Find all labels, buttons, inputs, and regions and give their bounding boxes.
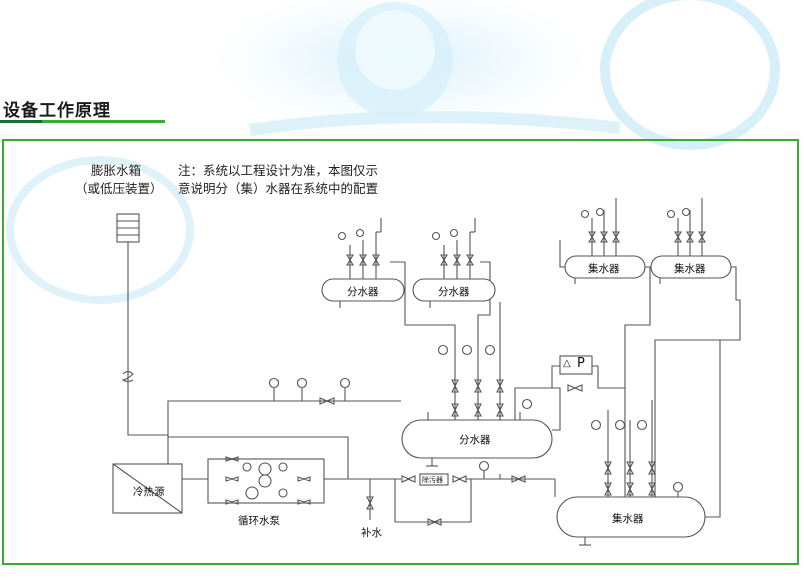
expansion-tank-sublabel: （或低压装置）: [75, 181, 163, 196]
title-underline: [0, 120, 165, 123]
collector-small-right-label: 集水器: [674, 263, 706, 275]
main-distributor-vessel: [401, 419, 553, 459]
valve-icon: [225, 476, 239, 482]
title-underline-accent: [0, 120, 42, 123]
distributor-small-right: [412, 278, 496, 302]
valve-icon: [225, 499, 239, 505]
main-collector-label: 集水器: [612, 513, 644, 525]
note-line-1: 注：系统以工程设计为准，本图仅示: [178, 163, 379, 178]
valve-icon: [225, 456, 239, 462]
valve-icon: [452, 475, 467, 483]
main-distributor-label: 分水器: [459, 434, 491, 446]
distributor-small-left-label: 分水器: [347, 286, 379, 298]
pressure-delta-symbol: △: [563, 358, 571, 369]
valve-icon: [297, 499, 311, 505]
right-distributor-branches: [431, 218, 476, 279]
left-collector-branches: [580, 198, 620, 256]
distributor-small-right-label: 分水器: [438, 286, 470, 298]
valve-icon: [401, 475, 416, 483]
diagram-frame: [2, 139, 799, 565]
gauge-icon: [339, 377, 351, 389]
dirt-separator-label: 除污器: [422, 476, 443, 484]
valve-icon: [366, 496, 374, 510]
expansion-tank-label: 膨胀水箱: [91, 163, 142, 178]
gauge-icon: [242, 462, 252, 472]
valve-icon: [427, 518, 442, 526]
pressure-p-symbol: P: [577, 356, 585, 371]
pump-icon: [258, 474, 272, 488]
pressure-controller-box: [559, 355, 593, 375]
dirt-separator-box: [419, 473, 449, 486]
pump-group-frame: [207, 458, 325, 504]
right-collector-branches: [666, 198, 706, 256]
makeup-water-label: 补水: [361, 527, 382, 539]
valve-icon: [511, 475, 526, 483]
flexible-joint-icon: [121, 370, 134, 383]
distributor-risers: [437, 340, 504, 420]
pump-icon: [258, 462, 272, 476]
left-distributor-branches: [337, 218, 382, 279]
valve-icon: [319, 397, 335, 405]
collector-small-left-label: 集水器: [588, 263, 620, 275]
gauge-icon: [672, 481, 684, 493]
gauge-icon: [278, 462, 288, 472]
valve-icon: [297, 476, 311, 482]
collector-risers: [590, 400, 656, 497]
pump-icon: [245, 486, 259, 500]
gauge-icon: [268, 377, 280, 389]
circulation-pump-label: 循环水泵: [238, 515, 280, 527]
cold-heat-source-label: 冷热源: [133, 486, 165, 498]
gauge-icon: [296, 377, 308, 389]
gauge-icon: [478, 460, 490, 472]
valve-icon: [567, 384, 583, 392]
section-title: 设备工作原理: [3, 101, 111, 121]
gauge-icon: [521, 398, 533, 410]
gauge-icon: [278, 488, 288, 498]
note-line-2: 意说明分（集）水器在系统中的配置: [178, 181, 379, 196]
